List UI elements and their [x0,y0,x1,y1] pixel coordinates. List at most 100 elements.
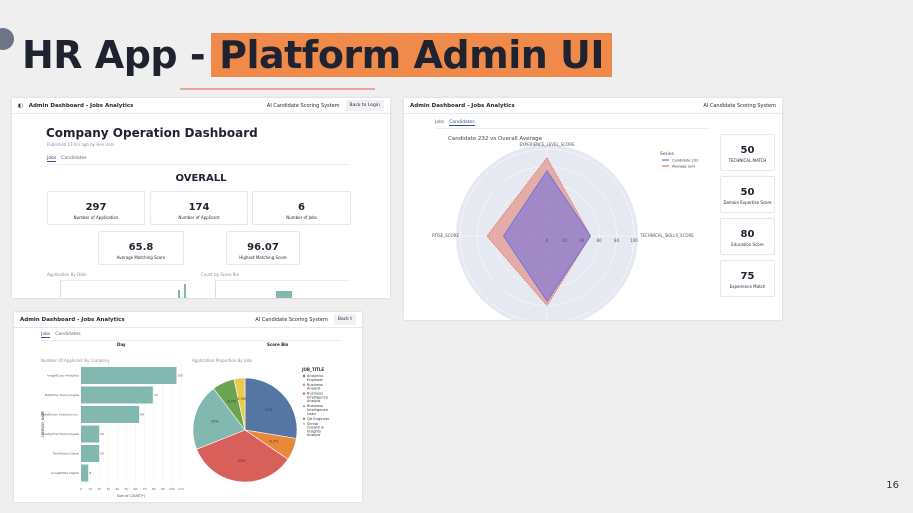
radar-tick-label: 40 [579,238,585,243]
radar-legend-title: Series [660,151,674,157]
legend-swatch [302,422,306,425]
system-name: AI Candidate Scoring System [255,316,328,323]
radar-tick-label: 80 [614,238,620,243]
header-title: Admin Dashboard - Jobs Analytics [20,316,125,323]
system-name: AI Candidate Scoring System [703,102,776,109]
radar-legend-label: Average (all) [672,165,696,169]
pie-slice-label: 6.7% [270,440,280,444]
tab-candidates[interactable]: Candidates [449,120,475,126]
radar-tick-label: 100 [630,238,638,243]
bar [81,406,140,423]
back-to-login-button[interactable]: Back to Login [345,100,384,111]
tab-candidates[interactable]: Candidates [61,156,87,161]
back-to-login-button[interactable]: Back t [333,314,356,325]
system-name: AI Candidate Scoring System [266,102,340,109]
bar-x-tick: 40 [115,487,119,491]
radar-axis-label: EXPERIENCE_LEVEL_SCORE [519,142,575,147]
legend-swatch [302,383,306,386]
radar-tick-label: 0 [546,238,549,243]
screenshot-candidate-radar: Admin Dashboard - Jobs Analytics AI Cand… [404,98,782,320]
legend-swatch [302,392,306,395]
date-chart-area [60,280,190,298]
radar-series-candidate-232 [503,170,591,302]
pie-legend-label: QA Engineer [307,417,330,421]
tab-jobs[interactable]: Jobs [47,156,57,162]
pie-slice [196,429,289,483]
bar-value-label: 20 [100,432,104,436]
score-bin-chart-area [215,280,350,298]
bar-x-tick: 10 [88,487,92,491]
pie-slice [233,377,246,431]
bar-x-tick: 90 [161,487,165,491]
legend-swatch [302,405,306,408]
title-plain: HR App - [22,33,206,77]
tab-jobs[interactable]: Jobs [41,332,51,338]
header-title: Admin Dashboard - Jobs Analytics [410,102,515,109]
pie-slice-label: 6.7% [227,400,237,404]
pie-slice-label: 27% [265,408,273,412]
page-title: Company Operation Dashboard [46,126,258,140]
pie-slice-label: 20% [211,420,219,424]
header-title: Admin Dashboard - Jobs Analytics [28,102,134,109]
menu-icon[interactable]: ◧ [18,102,23,109]
app-header: Admin Dashboard - Jobs Analytics AI Cand… [14,312,362,328]
bar-value-label: 79 [154,393,158,397]
legend-swatch [302,374,306,378]
bar [81,425,100,443]
tab-jobs[interactable]: Jobs [435,120,445,125]
pie-slice [244,377,298,439]
app-header: Admin Dashboard - Jobs Analytics AI Cand… [404,98,782,114]
bar-category-label: DataDriven Solutions Inc. [41,413,79,417]
screenshot-jobs-charts: Admin Dashboard - Jobs Analytics AI Cand… [14,312,362,502]
pie-slice [192,388,246,450]
chart-title-by-date: Application By Date [47,272,87,277]
bar-category-label: InsightCorp Analytics [47,374,79,378]
bar-category-label: QualityFirst Technologies [42,432,80,436]
bar-category-label: DataFlow Technologies [45,393,80,397]
bar-chart-title: Number Of Applicant By Company [41,358,110,363]
bar-value-label: 64 [140,413,144,417]
column-label-day: Day [117,342,126,347]
bar-x-tick: 70 [143,487,147,491]
pie-chart-title: Application Proportion By Jobs [192,358,253,363]
legend-swatch [302,417,306,420]
radar-tick-label: 60 [597,238,603,243]
title-highlight: Platform Admin UI [211,33,613,77]
bar-y-axis-title: COMPANY_NAME [41,411,45,438]
bar-value-label: 20 [100,452,104,456]
page-subtitle: Published 13 hrs ago by Hex User [47,142,115,147]
bar-x-axis-title: Sum of COUNT(*) [117,494,145,498]
bar [81,445,100,462]
slide-title: HR App -Platform Admin UI [22,30,613,80]
radar-title: Candidate 232 vs Overall Average [448,136,542,142]
bar-category-label: GrowthMax Digital [51,471,79,475]
pie-slice-label: 3.3% [237,397,247,401]
bar-x-tick: 100 [169,487,175,491]
bar-x-tick: 80 [152,487,156,491]
app-header: ◧ Admin Dashboard - Jobs Analytics AI Ca… [12,98,390,114]
chart-title-score-bin: Count by Score Bin [201,272,240,277]
bar-x-tick: 30 [106,487,110,491]
column-label-score-bin: Score Bin [267,342,289,347]
bar-x-tick: 60 [134,487,138,491]
tab-candidates[interactable]: Candidates [55,332,81,337]
title-underline [180,88,375,90]
section-title: OVERALL [175,173,227,184]
screenshot-company-dashboard: ◧ Admin Dashboard - Jobs Analytics AI Ca… [12,98,390,298]
bar-x-tick: 20 [97,487,101,491]
